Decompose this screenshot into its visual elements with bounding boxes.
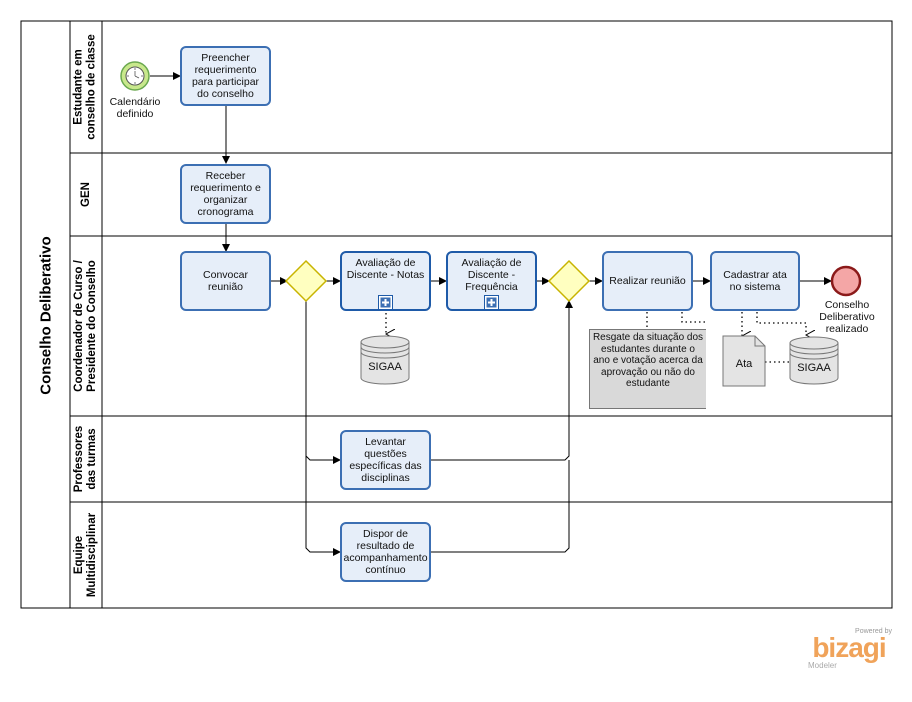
assoc-cadastrar-sigaa <box>756 312 806 335</box>
lane-title-professores: Professores das turmas <box>73 425 99 493</box>
assoc-annotation-line <box>681 312 706 323</box>
task-realizar-reuniao[interactable]: Realizar reunião <box>602 251 693 311</box>
exclusive-gateway-split[interactable] <box>284 259 328 303</box>
task-convocar-reuniao[interactable]: Convocar reunião <box>180 251 271 311</box>
pool-frame <box>20 20 893 609</box>
lane-title-estudante: Estudante em conselho de classe <box>73 34 98 140</box>
product-label: Modeler <box>808 661 837 670</box>
subprocess-label: Avaliação de Discente - Notas <box>346 257 425 281</box>
subprocess-label: Avaliação de Discente - Frequência <box>461 257 522 293</box>
start-event-label: Calendário definido <box>109 96 161 120</box>
bizagi-logo: Powered by bizagi Modeler <box>806 628 892 670</box>
pool-title: Conselho Deliberativo <box>37 235 55 395</box>
task-cadastrar-ata[interactable]: Cadastrar ata no sistema <box>710 251 800 311</box>
flow-levantar-gateway[interactable] <box>431 300 573 461</box>
flow-gateway-dispor[interactable] <box>305 456 341 556</box>
task-preencher-requerimento[interactable]: Preencher requerimento para participar d… <box>180 46 271 106</box>
flow-gateway-levantar[interactable] <box>305 301 341 464</box>
data-object-label: Ata <box>735 358 753 370</box>
data-store-sigaa-1[interactable] <box>360 335 410 385</box>
task-dispor-resultado[interactable]: Dispor de resultado de acompanhamento co… <box>340 522 431 582</box>
data-object-ata[interactable] <box>722 335 766 387</box>
subprocess-expand-icon[interactable] <box>378 295 394 311</box>
text-annotation[interactable]: Resgate da situação dos estudantes duran… <box>589 329 706 409</box>
powered-by-label: Powered by <box>855 628 892 635</box>
lane-title-gen: GEN <box>79 182 92 207</box>
end-event-label: Conselho Deliberativo realizado <box>819 299 875 335</box>
flow-dispor-gateway[interactable] <box>431 460 570 553</box>
data-store-label: SIGAA <box>797 362 831 374</box>
data-store-label: SIGAA <box>368 361 402 373</box>
subprocess-expand-icon[interactable] <box>484 295 500 311</box>
task-receber-requerimento[interactable]: Receber requerimento e organizar cronogr… <box>180 164 271 224</box>
task-levantar-questoes[interactable]: Levantar questões específicas das discip… <box>340 430 431 490</box>
lane-title-coordenador: Coordenador de Curso / Presidente do Con… <box>73 260 99 392</box>
end-event[interactable] <box>830 265 862 297</box>
lane-title-equipe: Equipe Multidisciplinar <box>73 512 98 598</box>
exclusive-gateway-merge[interactable] <box>547 259 591 303</box>
data-store-sigaa-2[interactable] <box>789 336 839 385</box>
brand-name: bizagi <box>812 632 886 663</box>
start-event[interactable] <box>120 61 150 91</box>
